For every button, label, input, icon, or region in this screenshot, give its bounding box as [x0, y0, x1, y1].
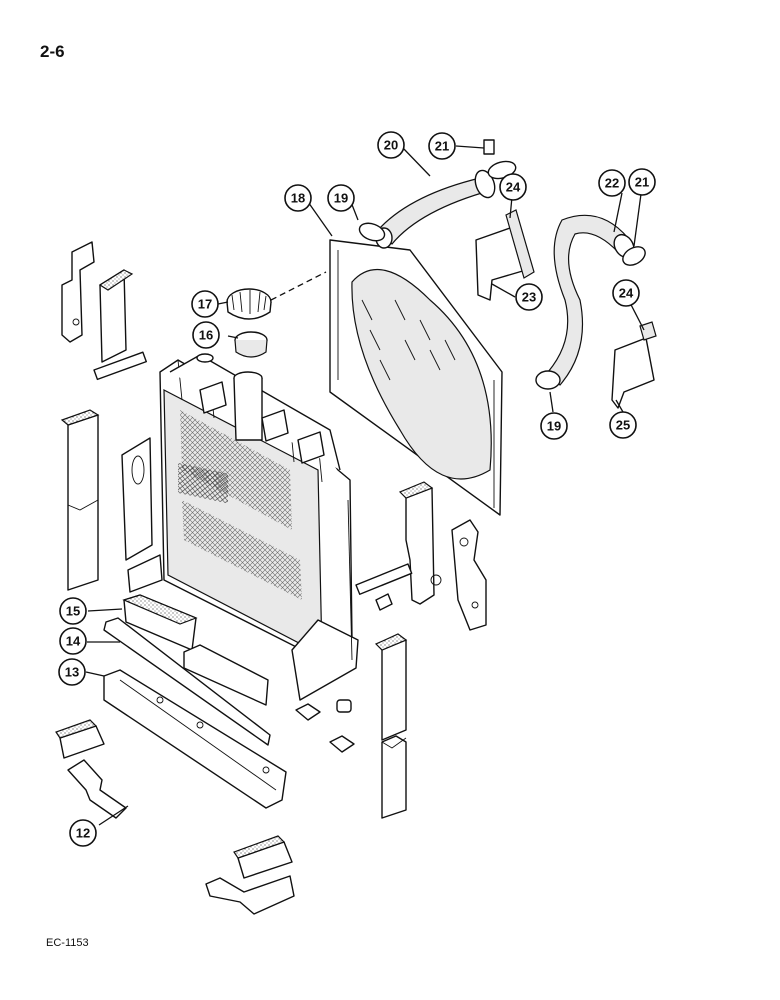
svg-text:13: 13 — [65, 665, 79, 680]
svg-text:23: 23 — [522, 290, 536, 305]
hose-clamp — [622, 246, 646, 266]
figure-code: EC-1153 — [46, 937, 89, 949]
callout-14: 14 — [59, 627, 87, 655]
callout-22: 22 — [598, 169, 626, 197]
callout-21-right: 21 — [628, 168, 656, 196]
svg-text:12: 12 — [76, 826, 90, 841]
bottom-center-bracket — [205, 835, 295, 915]
callout-12: 12 — [69, 819, 97, 847]
callout-23: 23 — [515, 283, 543, 311]
hose-clamp — [358, 222, 386, 242]
upper-hose — [375, 169, 496, 249]
callout-25: 25 — [609, 411, 637, 439]
svg-text:19: 19 — [334, 191, 348, 206]
svg-text:21: 21 — [435, 139, 449, 154]
filler-plug — [234, 331, 268, 358]
callout-17: 17 — [191, 290, 219, 318]
svg-text:21: 21 — [635, 175, 649, 190]
callout-13: 13 — [58, 658, 86, 686]
callout-15: 15 — [59, 597, 87, 625]
lower-left-bracket — [55, 719, 127, 819]
left-upper-bracket — [61, 241, 147, 381]
svg-text:19: 19 — [547, 419, 561, 434]
radiator — [121, 353, 359, 701]
rubber-pad — [295, 699, 355, 753]
callout-18: 18 — [284, 184, 312, 212]
svg-text:17: 17 — [198, 297, 212, 312]
right-upper-bracket — [355, 481, 487, 631]
callout-24-upper: 24 — [499, 173, 527, 201]
svg-text:22: 22 — [605, 176, 619, 191]
callout-19-lower: 19 — [540, 412, 568, 440]
hose-clamp — [535, 370, 561, 390]
svg-text:24: 24 — [619, 286, 634, 301]
seal-bracket — [611, 321, 657, 409]
seal-bracket — [475, 209, 535, 301]
svg-text:20: 20 — [384, 138, 398, 153]
radiator-cap — [226, 288, 272, 320]
callout-19-upper: 19 — [327, 184, 355, 212]
callout-24-lower: 24 — [612, 279, 640, 307]
fan-shroud — [329, 239, 503, 516]
svg-text:14: 14 — [66, 634, 81, 649]
svg-text:25: 25 — [616, 418, 630, 433]
callout-16: 16 — [192, 321, 220, 349]
left-foam-strip — [60, 409, 100, 591]
lower-foam-strip — [122, 594, 269, 706]
right-foam-strip — [374, 633, 408, 819]
callout-20: 20 — [377, 131, 405, 159]
svg-text:15: 15 — [66, 604, 80, 619]
page-number: 2-6 — [40, 42, 65, 61]
svg-text:18: 18 — [291, 191, 305, 206]
lower-mounting-channel — [103, 669, 287, 809]
svg-text:16: 16 — [199, 328, 213, 343]
callout-21-upper: 21 — [428, 132, 456, 160]
lower-foam-strip — [103, 617, 271, 746]
svg-text:24: 24 — [506, 180, 521, 195]
